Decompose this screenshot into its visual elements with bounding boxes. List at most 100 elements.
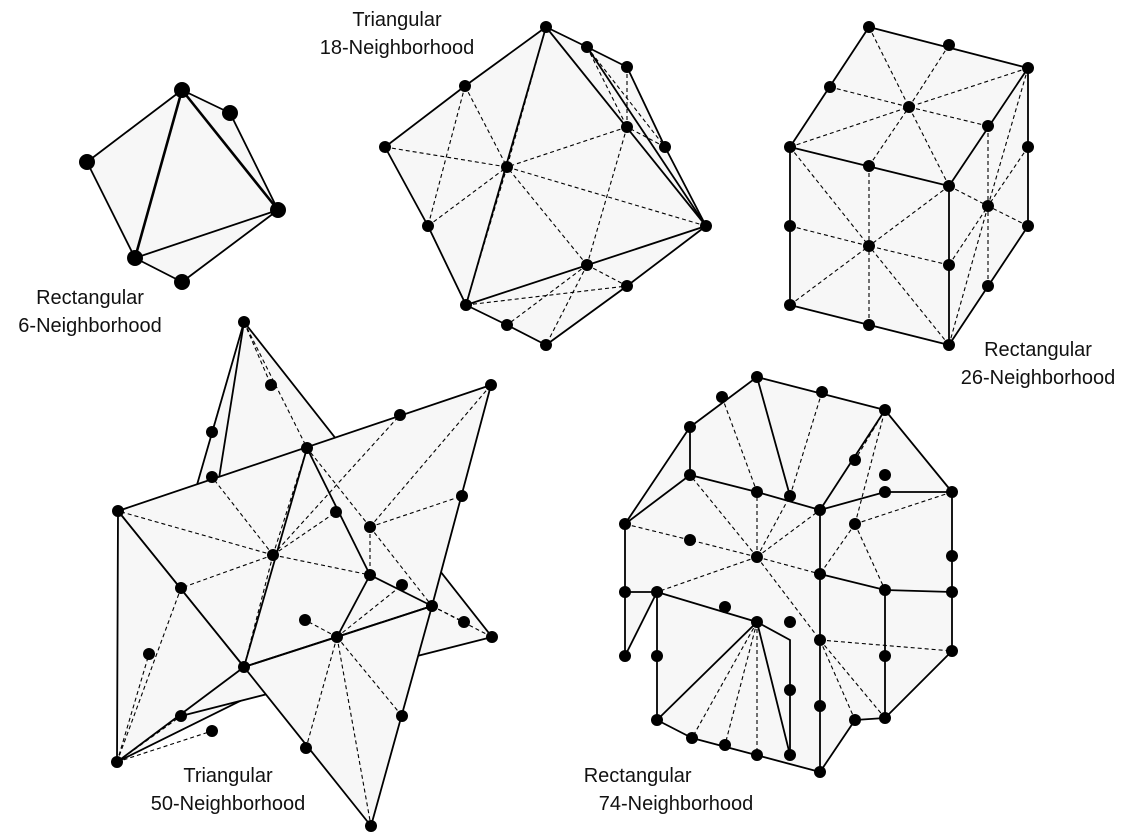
node-dot bbox=[621, 121, 633, 133]
node-dot bbox=[816, 386, 828, 398]
node-dot bbox=[946, 486, 958, 498]
star-50-neighborhood bbox=[116, 321, 493, 827]
node-dot bbox=[1022, 220, 1034, 232]
node-dot bbox=[79, 154, 95, 170]
node-dot bbox=[814, 634, 826, 646]
node-dot bbox=[863, 319, 875, 331]
node-dot bbox=[814, 700, 826, 712]
label-neighborhood: 74-Neighborhood bbox=[598, 793, 754, 815]
node-dot bbox=[879, 486, 891, 498]
node-dot bbox=[379, 141, 391, 153]
node-dot bbox=[943, 39, 955, 51]
node-dot bbox=[751, 371, 763, 383]
label-neighborhood: 26-Neighborhood bbox=[960, 367, 1116, 389]
node-dot bbox=[651, 586, 663, 598]
node-dot bbox=[396, 579, 408, 591]
triangular-18-neighborhood bbox=[384, 26, 707, 346]
octahedron-6-neighborhood bbox=[86, 89, 280, 283]
node-dot bbox=[300, 742, 312, 754]
node-dot bbox=[238, 316, 250, 328]
node-dot bbox=[485, 379, 497, 391]
label-rectangular-6: Rectangular 6-Neighborhood bbox=[18, 284, 161, 340]
node-dot bbox=[943, 180, 955, 192]
node-dot bbox=[719, 601, 731, 613]
label-triangular-18: Triangular 18-Neighborhood bbox=[320, 6, 475, 62]
node-dot bbox=[396, 710, 408, 722]
node-dot bbox=[982, 280, 994, 292]
node-dot bbox=[581, 41, 593, 53]
node-dot bbox=[943, 339, 955, 351]
node-dot bbox=[206, 426, 218, 438]
node-dot bbox=[651, 714, 663, 726]
node-dot bbox=[621, 61, 633, 73]
node-dot bbox=[814, 766, 826, 778]
node-dot bbox=[943, 259, 955, 271]
node-dot bbox=[111, 756, 123, 768]
label-rectangular-74: Rectangular 74-Neighborhood bbox=[584, 762, 754, 818]
node-dot bbox=[174, 274, 190, 290]
node-dot bbox=[814, 568, 826, 580]
node-dot bbox=[903, 101, 915, 113]
node-dot bbox=[659, 141, 671, 153]
node-dot bbox=[501, 161, 513, 173]
label-triangular-50: Triangular 50-Neighborhood bbox=[151, 762, 306, 818]
node-dot bbox=[456, 490, 468, 502]
node-dot bbox=[265, 379, 277, 391]
node-dots bbox=[79, 21, 1034, 832]
node-dot bbox=[299, 614, 311, 626]
node-dot bbox=[751, 486, 763, 498]
node-dot bbox=[222, 105, 238, 121]
node-dot bbox=[784, 220, 796, 232]
node-dot bbox=[458, 616, 470, 628]
node-dot bbox=[301, 442, 313, 454]
node-dot bbox=[143, 648, 155, 660]
node-dot bbox=[619, 518, 631, 530]
node-dot bbox=[460, 299, 472, 311]
node-dot bbox=[206, 725, 218, 737]
node-dot bbox=[459, 80, 471, 92]
node-dot bbox=[879, 404, 891, 416]
node-dot bbox=[946, 550, 958, 562]
node-dot bbox=[879, 712, 891, 724]
node-dot bbox=[751, 749, 763, 761]
node-dot bbox=[863, 160, 875, 172]
node-dot bbox=[849, 714, 861, 726]
node-dot bbox=[686, 732, 698, 744]
node-dot bbox=[784, 684, 796, 696]
node-dot bbox=[330, 506, 342, 518]
label-neighborhood: 50-Neighborhood bbox=[150, 793, 306, 815]
node-dot bbox=[849, 518, 861, 530]
node-dot bbox=[422, 220, 434, 232]
node-dot bbox=[824, 81, 836, 93]
node-dot bbox=[684, 534, 696, 546]
node-dot bbox=[619, 586, 631, 598]
node-dot bbox=[331, 631, 343, 643]
node-dot bbox=[394, 409, 406, 421]
node-dot bbox=[540, 339, 552, 351]
node-dot bbox=[784, 141, 796, 153]
node-dot bbox=[719, 739, 731, 751]
label-type: Rectangular bbox=[984, 339, 1092, 361]
label-type: Rectangular bbox=[36, 287, 144, 309]
node-dot bbox=[684, 421, 696, 433]
node-dot bbox=[982, 120, 994, 132]
node-dot bbox=[206, 471, 218, 483]
node-dot bbox=[270, 202, 286, 218]
node-dot bbox=[175, 710, 187, 722]
node-dot bbox=[501, 319, 513, 331]
node-dot bbox=[814, 504, 826, 516]
node-dot bbox=[751, 551, 763, 563]
node-dot bbox=[127, 250, 143, 266]
node-dot bbox=[946, 645, 958, 657]
node-dot bbox=[784, 490, 796, 502]
node-dot bbox=[174, 82, 190, 98]
node-dot bbox=[112, 505, 124, 517]
node-dot bbox=[365, 820, 377, 832]
node-dot bbox=[946, 586, 958, 598]
node-dot bbox=[364, 569, 376, 581]
node-dot bbox=[621, 280, 633, 292]
node-dot bbox=[581, 259, 593, 271]
node-dot bbox=[784, 749, 796, 761]
label-type: Triangular bbox=[352, 9, 442, 31]
